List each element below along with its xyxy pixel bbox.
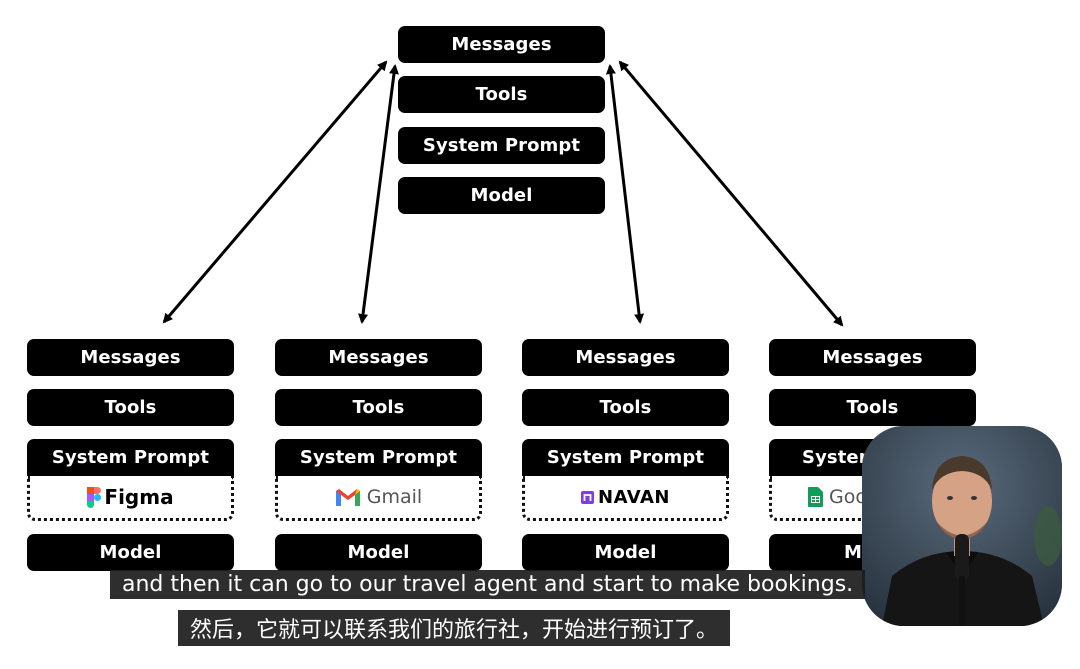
agent-messages-box: Messages bbox=[27, 339, 234, 376]
agent-system-prompt-box: System Prompt bbox=[522, 439, 729, 476]
arrow-gmail bbox=[358, 64, 399, 324]
presenter-image bbox=[862, 426, 1062, 626]
agent-model-box: Model bbox=[27, 534, 234, 571]
integration-figma: Figma bbox=[27, 476, 234, 521]
subtitle-english: and then it can go to our travel agent a… bbox=[110, 570, 866, 599]
integration-label: NAVAN bbox=[598, 486, 670, 508]
arrow-figma bbox=[162, 60, 388, 324]
navan-logo-icon bbox=[581, 490, 594, 504]
central-model-box: Model bbox=[398, 177, 605, 214]
agent-model-box: Model bbox=[522, 534, 729, 571]
subtitle-chinese: 然后，它就可以联系我们的旅行社，开始进行预订了。 bbox=[178, 610, 731, 646]
agent-tools-box: Tools bbox=[522, 389, 729, 426]
agent-model-box: Model bbox=[275, 534, 482, 571]
agent-messages-box: Messages bbox=[769, 339, 976, 376]
integration-label: Goo bbox=[829, 486, 867, 508]
integration-label: Figma bbox=[104, 485, 174, 509]
central-system-prompt-box: System Prompt bbox=[398, 127, 605, 164]
arrow-sheets bbox=[618, 60, 844, 327]
agent-messages-box: Messages bbox=[275, 339, 482, 376]
gmail-logo-icon bbox=[335, 489, 360, 506]
agent-system-prompt-box: System Prompt bbox=[275, 439, 482, 476]
agent-system-prompt-box: System Prompt bbox=[27, 439, 234, 476]
presenter-webcam bbox=[862, 426, 1062, 626]
integration-label: Gmail bbox=[366, 486, 423, 508]
central-messages-box: Messages bbox=[398, 26, 605, 63]
agent-tools-box: Tools bbox=[27, 389, 234, 426]
arrow-navan bbox=[605, 64, 645, 324]
agent-messages-box: Messages bbox=[522, 339, 729, 376]
integration-navan: NAVAN bbox=[522, 476, 729, 521]
google-sheets-logo-icon bbox=[808, 487, 823, 507]
agent-tools-box: Tools bbox=[769, 389, 976, 426]
central-tools-box: Tools bbox=[398, 76, 605, 113]
agent-tools-box: Tools bbox=[275, 389, 482, 426]
figma-logo-icon bbox=[87, 486, 102, 508]
integration-gmail: Gmail bbox=[275, 476, 482, 521]
